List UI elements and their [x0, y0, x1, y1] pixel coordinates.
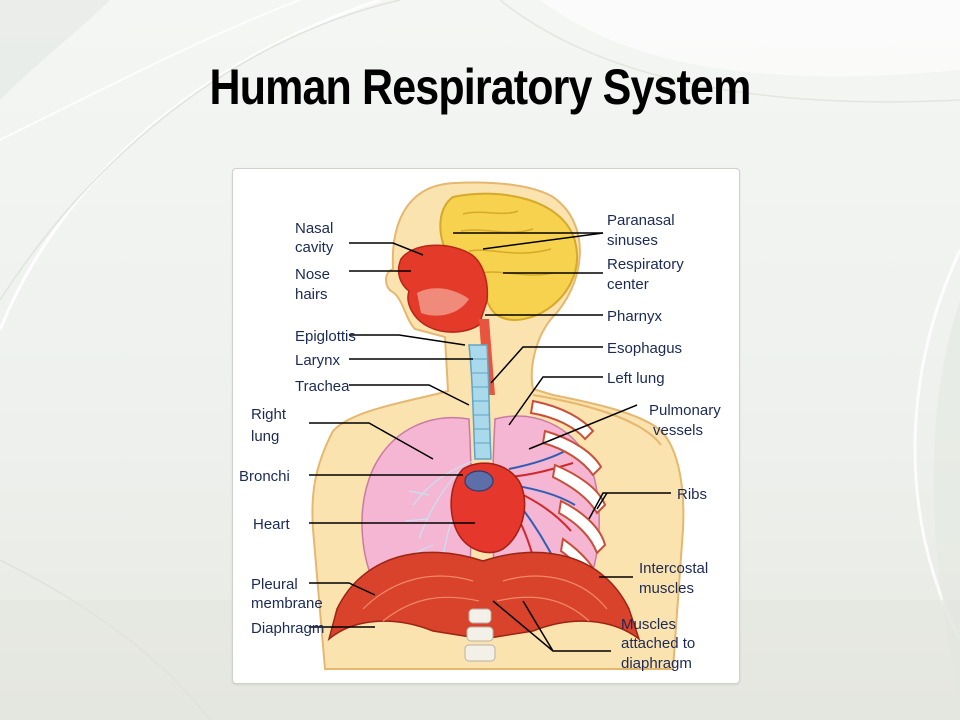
spine [464, 608, 496, 662]
label-pharnyx: Pharnyx [607, 308, 663, 325]
leader-lines [309, 232, 671, 652]
anatomy-illustration [311, 181, 685, 670]
label-heart: Heart [253, 516, 291, 533]
label-larynx: Larynx [295, 352, 341, 369]
label-respiratory-center: Respiratory center [607, 256, 688, 293]
label-ribs: Ribs [677, 486, 707, 503]
diaphragm-muscle [327, 551, 641, 642]
respiratory-diagram: Nasal cavity Nose hairs Epiglottis Laryn… [232, 168, 740, 684]
label-right-lung: Right lung [251, 406, 290, 445]
label-bronchi: Bronchi [239, 468, 290, 485]
label-left-lung: Left lung [607, 370, 665, 387]
label-esophagus: Esophagus [607, 340, 682, 357]
label-pulmonary-vessels: Pulmonary vessels [649, 402, 725, 439]
label-paranasal-sinuses: Paranasal sinuses [607, 212, 679, 249]
label-trachea: Trachea [295, 378, 350, 395]
label-muscles-attached: Muscles attached to diaphragm [621, 616, 699, 672]
label-nose-hairs: Nose hairs [295, 266, 334, 303]
label-intercostal-muscles: Intercostal muscles [639, 560, 712, 597]
diagram-canvas: Nasal cavity Nose hairs Epiglottis Laryn… [239, 181, 725, 672]
label-diaphragm: Diaphragm [251, 620, 324, 637]
label-epiglottis: Epiglottis [295, 328, 356, 345]
right-labels: Paranasal sinuses Respiratory center Pha… [607, 212, 725, 672]
left-labels: Nasal cavity Nose hairs Epiglottis Laryn… [239, 220, 356, 637]
label-pleural-membrane: Pleural membrane [251, 576, 323, 612]
slide-title: Human Respiratory System [209, 59, 752, 115]
label-nasal-cavity: Nasal cavity [295, 220, 338, 256]
